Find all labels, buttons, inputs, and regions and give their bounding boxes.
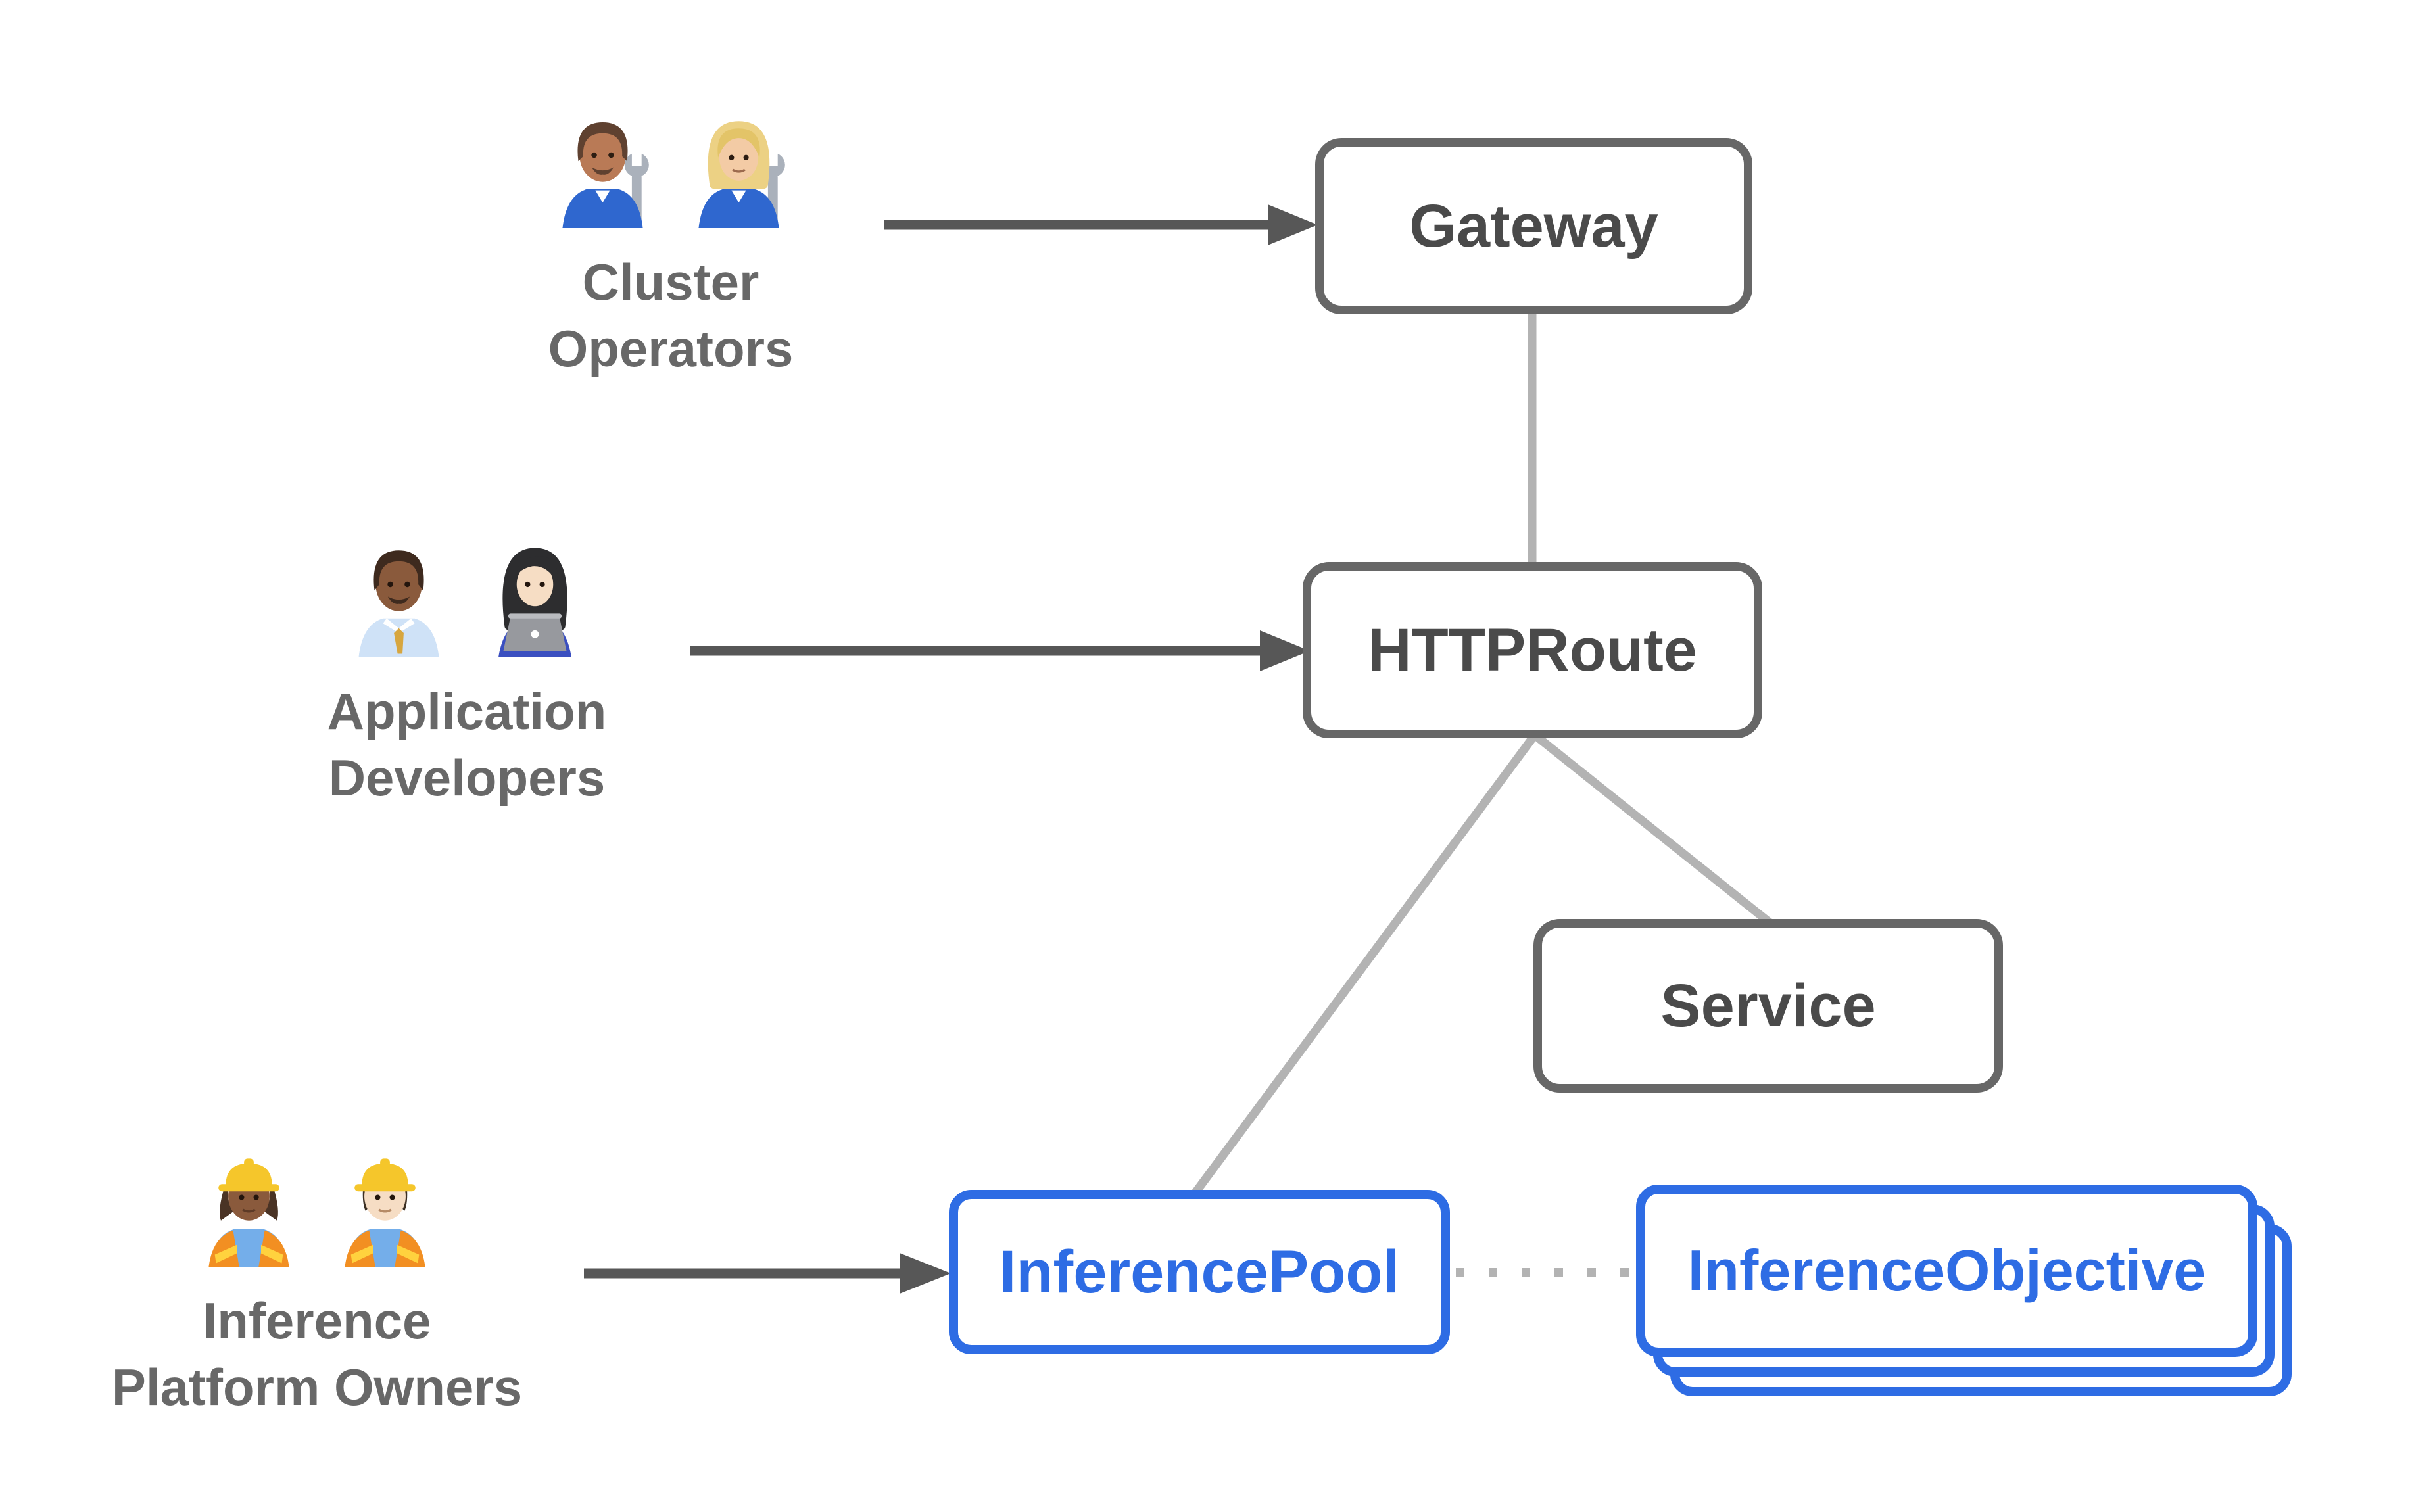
woman-mechanic-icon (698, 121, 785, 228)
actor-cluster-operators: Cluster Operators (460, 106, 881, 383)
inferenceobjective-stack: InferenceObjective (1636, 1185, 2300, 1398)
cluster-operators-label: Cluster Operators (548, 249, 794, 383)
actor-label-line: Operators (548, 319, 794, 378)
cluster-operators-figures (542, 106, 800, 228)
actor-label-line: Application (327, 682, 607, 740)
actor-inference-platform-owners: Inference Platform Owners (107, 1145, 527, 1421)
node-label: HTTPRoute (1368, 616, 1697, 684)
service-node: Service (1533, 919, 2003, 1093)
application-developers-figures (338, 536, 596, 657)
httproute-node: HTTPRoute (1303, 562, 1762, 738)
actor-label-line: Cluster (582, 253, 759, 311)
inferencepool-node: InferencePool (949, 1190, 1450, 1354)
inference-platform-owners-figures (188, 1145, 446, 1267)
man-office-worker-icon (358, 550, 439, 657)
node-label: InferencePool (999, 1238, 1400, 1306)
application-developers-arrow (690, 630, 1310, 671)
inferenceobjective-node: InferenceObjective (1636, 1185, 2257, 1357)
actor-application-developers: Application Developers (256, 536, 677, 812)
inference-platform-owners-arrow (584, 1253, 951, 1294)
node-label: Gateway (1409, 192, 1658, 260)
actor-label-line: Inference (203, 1292, 431, 1350)
inference-platform-owners-label: Inference Platform Owners (112, 1288, 522, 1421)
httproute-service-link (1531, 731, 1773, 927)
woman-construction-worker-icon (208, 1158, 289, 1267)
woman-technologist-icon (498, 548, 571, 657)
actor-label-line: Platform Owners (111, 1358, 523, 1417)
actor-label-line: Developers (328, 749, 606, 807)
gateway-node: Gateway (1315, 138, 1752, 314)
man-construction-worker-icon (345, 1158, 425, 1267)
httproute-inferencepool-link (1192, 732, 1539, 1195)
node-label: Service (1660, 972, 1876, 1039)
application-developers-label: Application Developers (327, 678, 607, 812)
man-mechanic-icon (562, 122, 649, 228)
node-label: InferenceObjective (1687, 1238, 2206, 1303)
cluster-operators-arrow (884, 204, 1318, 245)
